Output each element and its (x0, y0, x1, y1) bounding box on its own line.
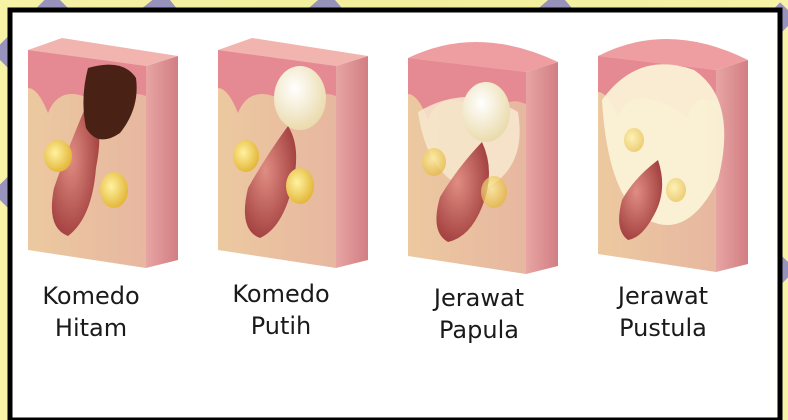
stage-caption: Jerawat Papula (404, 282, 554, 346)
caption-line1: Jerawat (588, 280, 738, 312)
caption-line1: Komedo (206, 278, 356, 310)
caption-line1: Jerawat (404, 282, 554, 314)
caption-line2: Pustula (588, 312, 738, 344)
caption-line2: Putih (206, 310, 356, 342)
stage-caption: Jerawat Pustula (588, 280, 738, 344)
stage-caption: Komedo Putih (206, 278, 356, 342)
caption-line2: Papula (404, 314, 554, 346)
caption-line1: Komedo (16, 280, 166, 312)
caption-line2: Hitam (16, 312, 166, 344)
stage-caption: Komedo Hitam (16, 280, 166, 344)
